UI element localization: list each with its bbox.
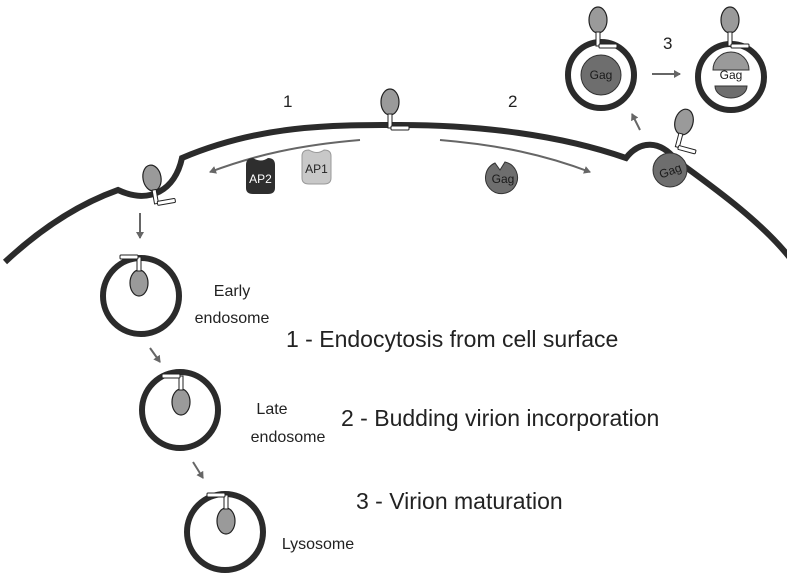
arrow-budding [439, 139, 591, 174]
mature-gag-label: Gag [720, 68, 743, 82]
gag-label: Gag [492, 172, 515, 186]
step-1-label: 1 [283, 92, 292, 111]
ap2-label: AP2 [249, 172, 272, 186]
legend-item-3: 3 - Virion maturation [356, 488, 563, 514]
budding-protein [667, 106, 707, 155]
gag-cytoplasm: Gag [485, 161, 518, 195]
late-endosome-label-1: Late [256, 401, 287, 418]
budding-gag: Gag [652, 152, 688, 188]
arrow-to-lysosome [192, 461, 204, 479]
immature-gag-label: Gag [590, 68, 613, 82]
step-3-label: 3 [663, 34, 672, 53]
early-endosome-label-2: endosome [195, 310, 270, 327]
ap2-adaptor: AP2 [246, 158, 275, 194]
mature-virion: Gag [695, 41, 767, 113]
step-2-label: 2 [508, 92, 517, 111]
legend-item-1: 1 - Endocytosis from cell surface [286, 326, 618, 352]
arrow-endocytosis [209, 139, 361, 174]
early-endosome-label-1: Early [214, 283, 250, 300]
plasma-membrane [2, 121, 787, 265]
ap1-label: AP1 [305, 162, 328, 176]
arrow-to-late [149, 347, 161, 363]
ap1-adaptor: AP1 [301, 149, 332, 185]
late-endosome-label-2: endosome [251, 429, 326, 446]
arrow-bud-release [631, 113, 641, 131]
legend-item-2: 2 - Budding virion incorporation [341, 405, 659, 431]
lysosome-label: Lysosome [282, 536, 354, 553]
immature-virion: Gag [565, 39, 637, 111]
